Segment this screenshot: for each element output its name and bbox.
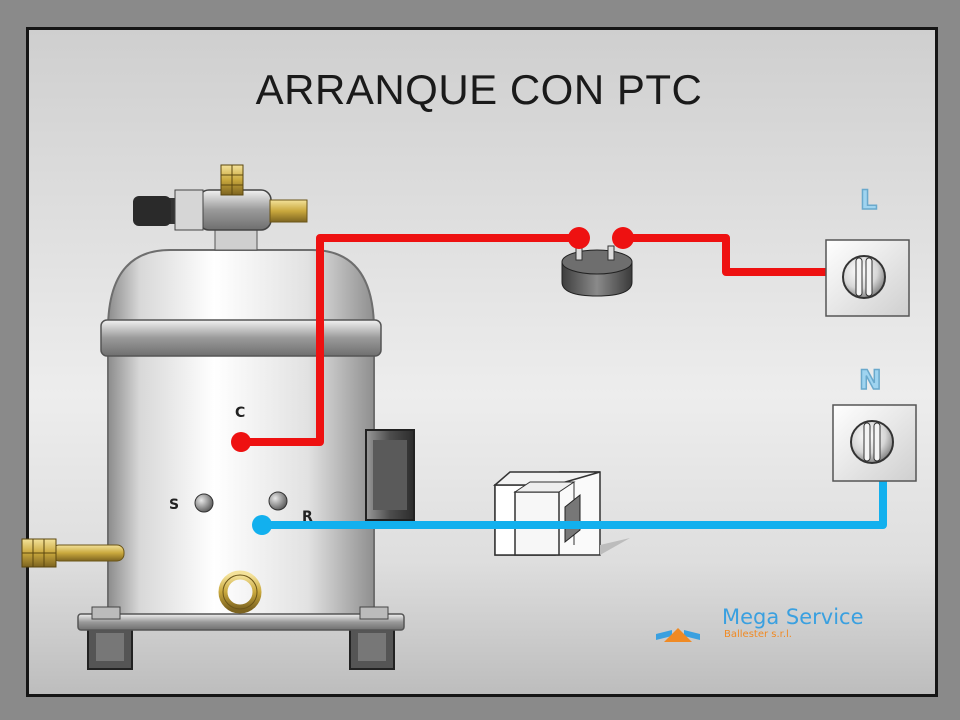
- logo-name: Mega Service: [722, 605, 864, 629]
- terminal-c-dot: [231, 432, 251, 452]
- terminal-s-pin: [194, 493, 214, 513]
- mega-service-logo-icon: [656, 608, 700, 642]
- line-label: L: [859, 184, 878, 217]
- neutral-label: N: [858, 364, 882, 397]
- compressor-band: [100, 319, 382, 357]
- neutral-terminal-block: [832, 404, 917, 482]
- terminal-r-label: R: [302, 509, 313, 525]
- compressor-base-rail: [77, 613, 405, 631]
- logo-subtitle: Ballester s.r.l.: [724, 629, 792, 640]
- suction-tube: [21, 538, 125, 568]
- terminal-c-label: C: [235, 405, 246, 421]
- terminal-s-label: S: [169, 497, 180, 513]
- terminal-r-pin: [268, 491, 288, 511]
- diagram-title: ARRANQUE CON PTC: [255, 66, 703, 113]
- neutral-wire: [252, 480, 887, 535]
- logo-text: Mega Service Ballester s.r.l.: [722, 605, 864, 641]
- line-wire: [231, 227, 826, 452]
- ptc-thermistor: [561, 245, 633, 297]
- service-valve: [133, 164, 308, 251]
- starter-device: [492, 471, 630, 556]
- line-terminal-block: [825, 239, 910, 317]
